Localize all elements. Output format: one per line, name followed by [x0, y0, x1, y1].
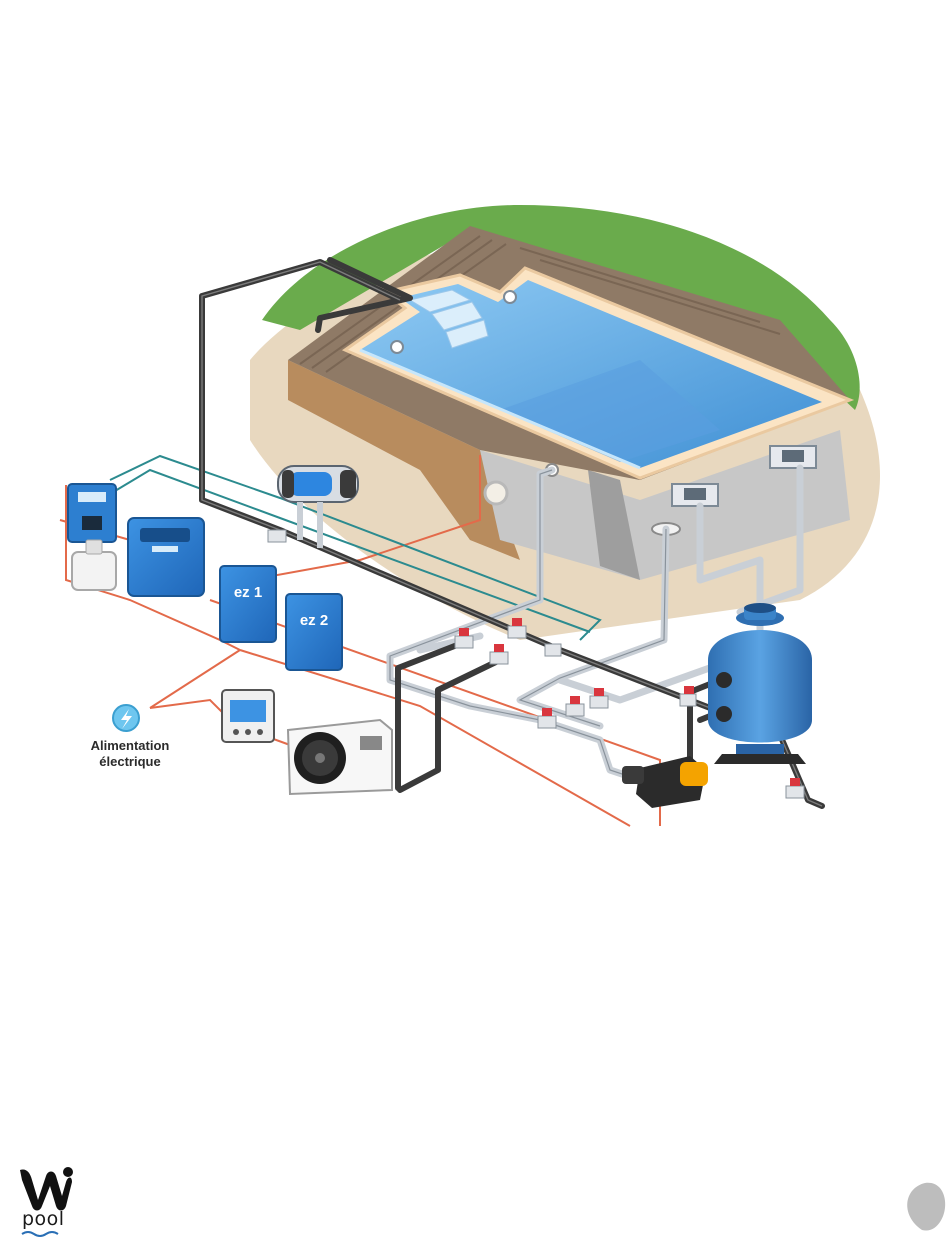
filtration-pump [622, 756, 708, 808]
drop-icon [907, 1183, 945, 1231]
power-label-line-2: électrique [70, 754, 190, 770]
main-control-box [128, 518, 204, 596]
logo-wave-icon [22, 1232, 58, 1236]
power-supply-label: Alimentation électrique [70, 738, 190, 770]
pool-light [485, 482, 507, 504]
electrolyser-box-2 [286, 594, 342, 670]
lightning-bolt-icon [113, 705, 139, 731]
logo-text: pool [22, 1208, 65, 1230]
electrolyser-box-1 [220, 566, 276, 642]
skimmer-2 [770, 446, 816, 468]
inlet-nozzle-2 [504, 291, 516, 303]
inlet-nozzle-1 [391, 341, 403, 353]
electrolyser-1-label: ez 1 [234, 584, 262, 601]
heat-pump-controller [222, 690, 274, 742]
skimmer-1 [672, 484, 718, 506]
heat-pump [288, 720, 392, 794]
power-label-line-1: Alimentation [70, 738, 190, 754]
w-logo-icon [20, 1167, 73, 1211]
electrolyser-2-label: ez 2 [300, 612, 328, 629]
ph-regulator [68, 484, 116, 542]
chemical-canister [72, 540, 116, 590]
